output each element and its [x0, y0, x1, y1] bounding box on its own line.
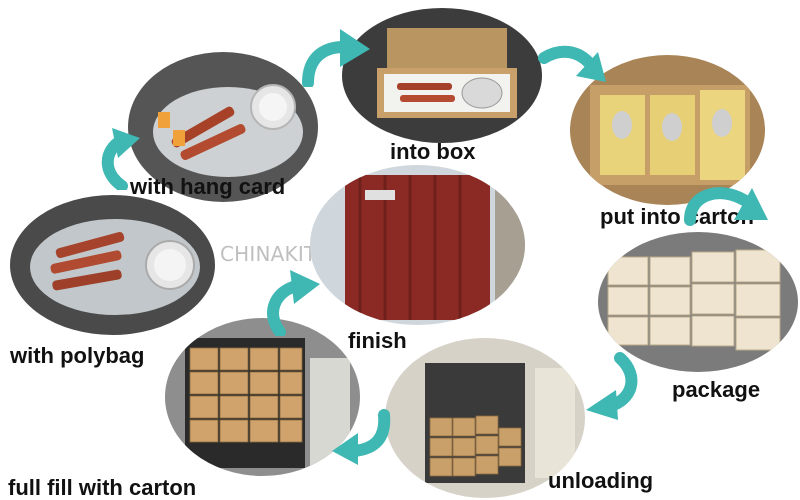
- label-hang-card: with hang card: [130, 174, 286, 199]
- photo-finish: [310, 165, 525, 325]
- arrow-full-fill-to-finish-icon: [267, 270, 320, 336]
- arrow-package-to-unloading-icon: [586, 352, 638, 420]
- label-full-fill: full fill with carton: [8, 475, 197, 500]
- label-unloading: unloading: [548, 468, 654, 493]
- photo-unloading: [385, 338, 585, 498]
- photo-full-fill: [165, 318, 360, 476]
- arrow-box-to-carton-icon: [538, 45, 606, 82]
- label-polybag: with polybag: [10, 343, 145, 368]
- arrow-unloading-to-full-fill-icon: [332, 409, 391, 465]
- label-put-into-carton: put into carton: [600, 204, 754, 229]
- arrow-hang-card-to-box-icon: [302, 29, 370, 87]
- photo-hang-card: [128, 52, 318, 202]
- photo-into-box: [342, 8, 542, 143]
- arrow-carton-to-package-icon: [684, 187, 768, 226]
- label-package: package: [672, 377, 761, 402]
- photo-package: [598, 232, 798, 372]
- label-finish: finish: [348, 328, 407, 353]
- label-into-box: into box: [390, 139, 476, 164]
- photo-polybag: [10, 195, 215, 335]
- photo-put-into-carton: [570, 55, 765, 205]
- arrow-polybag-to-hang-card-icon: [101, 128, 140, 190]
